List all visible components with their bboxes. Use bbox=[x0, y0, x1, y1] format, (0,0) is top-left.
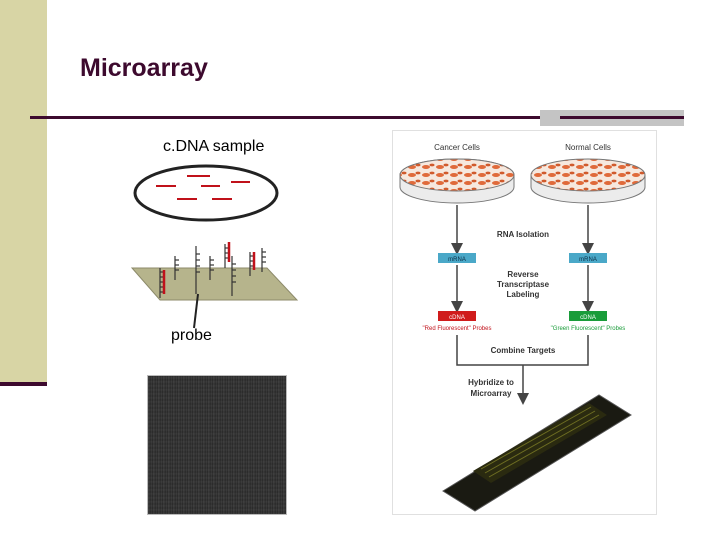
workflow-diagram: Cancer Cells Normal Cells RNA Isolation … bbox=[399, 143, 646, 512]
sidebar-edge bbox=[0, 382, 47, 386]
microarray-chip bbox=[442, 394, 632, 512]
rt-line1: Reverse bbox=[507, 270, 539, 279]
red-probes-label: "Red Fluorescent" Probes bbox=[423, 326, 492, 332]
mrna-box-right bbox=[569, 253, 607, 263]
cdna-box-green bbox=[569, 311, 607, 321]
probe-pointer bbox=[193, 293, 199, 329]
probe-label: probe bbox=[171, 327, 212, 344]
page-title: Microarray bbox=[80, 54, 208, 82]
hybridized-cdna bbox=[162, 242, 256, 294]
mrna-right-label: mRNA bbox=[579, 257, 597, 263]
normal-cells-label: Normal Cells bbox=[565, 143, 611, 152]
cdna-fragments bbox=[156, 175, 250, 200]
mrna-box-left bbox=[438, 253, 476, 263]
title-rule bbox=[30, 116, 540, 119]
sidebar-accent bbox=[0, 0, 47, 385]
array-slide bbox=[130, 267, 299, 301]
mrna-left-label: mRNA bbox=[448, 257, 466, 263]
cdna-right-label: cDNA bbox=[580, 315, 596, 321]
cancer-cell-dish bbox=[399, 158, 515, 204]
green-probes-label: "Green Fluorescent" Probes bbox=[551, 326, 626, 332]
cdna-sample-illustration bbox=[130, 164, 299, 329]
title-rule-accent-line bbox=[560, 116, 684, 119]
rt-line3: Labeling bbox=[507, 290, 540, 299]
normal-cell-dish bbox=[530, 158, 646, 204]
cancer-cells-label: Cancer Cells bbox=[434, 143, 480, 152]
microarray-workflow-figure: Cancer Cells Normal Cells RNA Isolation … bbox=[392, 130, 657, 515]
rna-isolation-label: RNA Isolation bbox=[497, 230, 549, 239]
cdna-left-label: cDNA bbox=[449, 315, 465, 321]
hybridize-line1: Hybridize to bbox=[468, 378, 514, 387]
sample-ellipse bbox=[133, 164, 279, 222]
microarray-scan-image bbox=[147, 375, 287, 515]
hybridize-line2: Microarray bbox=[471, 389, 512, 398]
cdna-box-red bbox=[438, 311, 476, 321]
rt-line2: Transcriptase bbox=[497, 280, 550, 289]
combine-targets-label: Combine Targets bbox=[491, 346, 556, 355]
cdna-sample-label: c.DNA sample bbox=[163, 138, 265, 155]
